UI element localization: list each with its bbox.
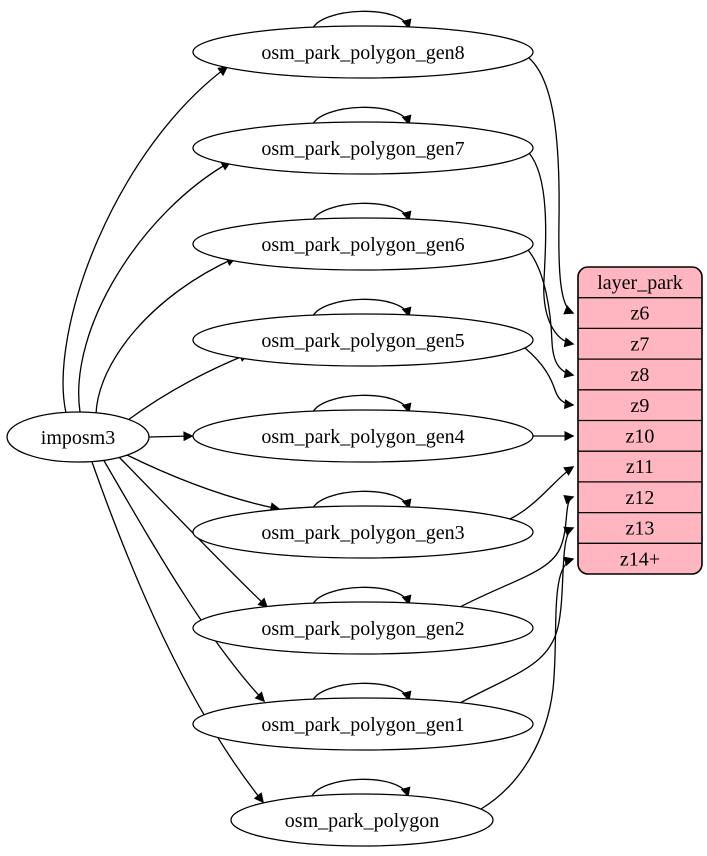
self-loop-osm_park_polygon_gen1 xyxy=(311,682,412,703)
edge-osm_park_polygon_gen7-to-z7 xyxy=(528,152,575,348)
self-loop-osm_park_polygon xyxy=(310,778,411,799)
edge-imposm3-to-osm_park_polygon_gen7 xyxy=(78,161,232,413)
edges-layer xyxy=(62,10,575,810)
node-osm_park_polygon_gen7: osm_park_polygon_gen7 xyxy=(192,121,534,175)
node-osm_park_polygon_gen8: osm_park_polygon_gen8 xyxy=(192,25,534,79)
edge-osm_park_polygon-to-z14+ xyxy=(480,556,575,810)
node-label-osm_park_polygon_gen2: osm_park_polygon_gen2 xyxy=(261,618,464,640)
layer-park-row-z9: z9 xyxy=(631,395,650,417)
node-ellipse-osm_park_polygon xyxy=(230,793,494,847)
self-loop-osm_park_polygon_gen8 xyxy=(311,10,412,31)
node-osm_park_polygon_gen4: osm_park_polygon_gen4 xyxy=(192,409,534,463)
node-ellipse-osm_park_polygon_gen8 xyxy=(192,25,534,79)
layer-park-row-z13: z13 xyxy=(626,518,655,540)
layer-park-row-z14+: z14+ xyxy=(620,548,660,570)
node-label-osm_park_polygon_gen1: osm_park_polygon_gen1 xyxy=(261,714,464,736)
edge-imposm3-to-osm_park_polygon_gen4 xyxy=(148,431,194,442)
self-loop-osm_park_polygon_gen3 xyxy=(311,490,412,511)
node-ellipse-osm_park_polygon_gen5 xyxy=(192,313,534,367)
node-label-osm_park_polygon_gen3: osm_park_polygon_gen3 xyxy=(261,522,464,544)
nodes-layer: imposm3 osm_park_polygon_gen8 osm_park_pol… xyxy=(6,25,534,847)
edge-imposm3-to-osm_park_polygon_gen2 xyxy=(117,455,269,609)
edge-imposm3-to-osm_park_polygon_gen5 xyxy=(127,352,250,421)
edge-imposm3-to-osm_park_polygon_gen3 xyxy=(126,454,281,513)
layer-park-row-z7: z7 xyxy=(631,333,650,355)
node-ellipse-osm_park_polygon_gen3 xyxy=(192,505,534,559)
layer-park-row-z11: z11 xyxy=(626,456,654,478)
node-osm_park_polygon_gen2: osm_park_polygon_gen2 xyxy=(192,601,534,655)
layer-park-row-z12: z12 xyxy=(626,487,655,509)
layer-park-title: layer_park xyxy=(597,272,683,294)
node-osm_park_polygon: osm_park_polygon xyxy=(230,793,494,847)
node-osm_park_polygon_gen5: osm_park_polygon_gen5 xyxy=(192,313,534,367)
self-loop-osm_park_polygon_gen4 xyxy=(311,394,412,415)
edge-osm_park_polygon_gen1-to-z13 xyxy=(459,526,575,704)
edge-osm_park_polygon_gen8-to-z6 xyxy=(528,57,575,315)
node-ellipse-osm_park_polygon_gen2 xyxy=(192,601,534,655)
node-ellipse-osm_park_polygon_gen7 xyxy=(192,121,534,175)
edge-imposm3-to-osm_park_polygon xyxy=(91,461,264,804)
layer-park-row-z8: z8 xyxy=(631,364,650,386)
self-loop-osm_park_polygon_gen6 xyxy=(311,202,412,223)
node-imposm3: imposm3 xyxy=(6,411,150,463)
self-loop-osm_park_polygon_gen5 xyxy=(311,298,412,319)
node-label-osm_park_polygon_gen7: osm_park_polygon_gen7 xyxy=(261,138,464,160)
layer-park-row-z6: z6 xyxy=(631,303,650,325)
node-label-osm_park_polygon_gen8: osm_park_polygon_gen8 xyxy=(261,42,464,64)
edge-osm_park_polygon_gen5-to-z9 xyxy=(524,347,575,410)
self-loop-osm_park_polygon_gen7 xyxy=(311,106,412,127)
node-ellipse-osm_park_polygon_gen6 xyxy=(192,217,534,271)
node-ellipse-imposm3 xyxy=(6,411,150,463)
node-label-imposm3: imposm3 xyxy=(41,427,115,449)
node-label-osm_park_polygon_gen6: osm_park_polygon_gen6 xyxy=(261,234,464,256)
self-loop-osm_park_polygon_gen2 xyxy=(311,586,412,607)
edge-imposm3-to-osm_park_polygon_gen8 xyxy=(62,66,229,414)
edge-osm_park_polygon_gen3-to-z11 xyxy=(509,466,575,520)
node-osm_park_polygon_gen6: osm_park_polygon_gen6 xyxy=(192,217,534,271)
edge-osm_park_polygon_gen6-to-z8 xyxy=(527,249,575,379)
node-label-osm_park_polygon: osm_park_polygon xyxy=(285,810,439,832)
node-osm_park_polygon_gen3: osm_park_polygon_gen3 xyxy=(192,505,534,559)
node-ellipse-osm_park_polygon_gen1 xyxy=(192,697,534,751)
layer-park-row-z10: z10 xyxy=(626,426,655,448)
edge-imposm3-to-osm_park_polygon_gen6 xyxy=(95,256,237,415)
edge-imposm3-to-osm_park_polygon_gen1 xyxy=(102,458,266,703)
node-ellipse-osm_park_polygon_gen4 xyxy=(192,409,534,463)
edge-osm_park_polygon_gen2-to-z12 xyxy=(459,494,575,608)
layer-park-table: layer_park z6 z7 z8 z9 z10 z11 z12 z13 z14+ xyxy=(577,266,703,575)
node-label-osm_park_polygon_gen5: osm_park_polygon_gen5 xyxy=(261,330,464,352)
node-label-osm_park_polygon_gen4: osm_park_polygon_gen4 xyxy=(261,426,464,448)
node-osm_park_polygon_gen1: osm_park_polygon_gen1 xyxy=(192,697,534,751)
